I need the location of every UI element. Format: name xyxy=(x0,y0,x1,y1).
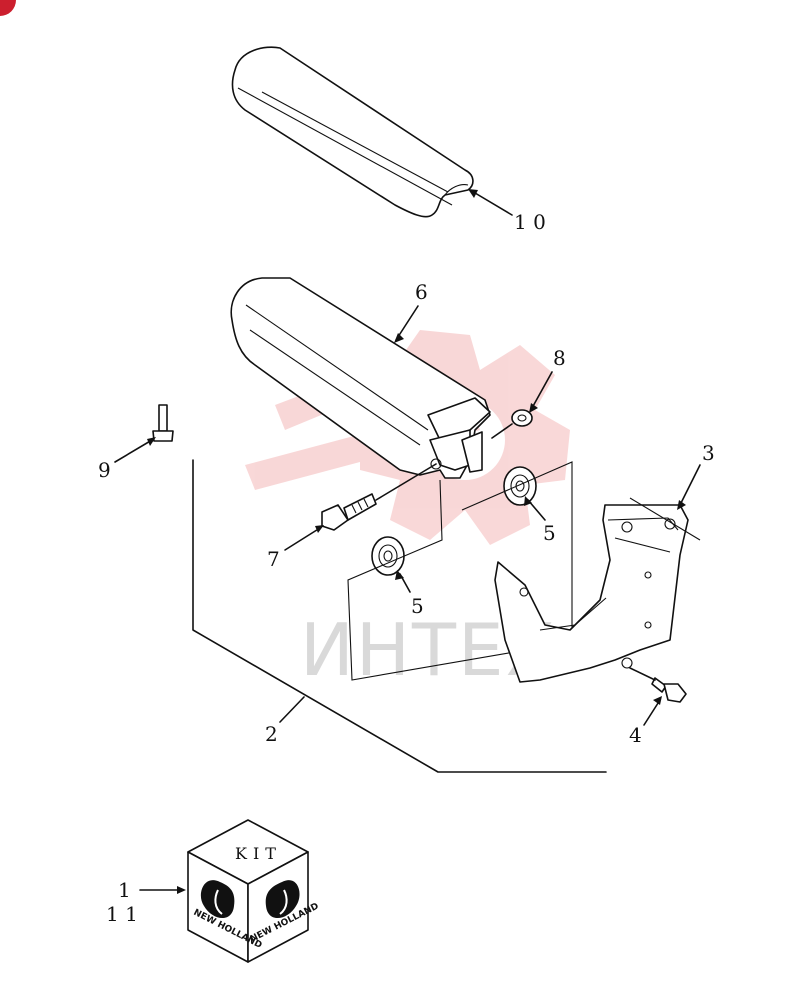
callout-11: 1 1 xyxy=(106,902,138,926)
new-holland-leaf-icon xyxy=(200,880,235,919)
corner-badge xyxy=(0,0,16,16)
bushing-5-upper xyxy=(503,466,537,506)
leader-9 xyxy=(114,439,153,463)
kit-label: KIT xyxy=(235,844,282,863)
leader-4 xyxy=(643,699,661,726)
leader-7 xyxy=(284,527,321,551)
arrowhead-8 xyxy=(529,403,538,413)
callout-5-upper: 5 xyxy=(543,521,556,545)
arrowhead-6 xyxy=(394,333,404,343)
arrowhead-7 xyxy=(315,525,324,533)
assembly-bracket-line xyxy=(192,459,607,773)
nut-8 xyxy=(511,409,533,427)
leader-10 xyxy=(469,189,513,216)
leader-6 xyxy=(395,305,419,341)
arrowhead-4 xyxy=(653,696,662,705)
callout-9: 9 xyxy=(98,458,111,482)
leader-2 xyxy=(279,696,305,723)
axis-7 xyxy=(375,463,437,501)
leader-8 xyxy=(531,371,553,409)
leader-3 xyxy=(679,464,701,506)
arrowhead-1 xyxy=(177,886,186,894)
callout-3: 3 xyxy=(702,441,715,465)
bracket-3 xyxy=(494,497,701,683)
exploded-outline xyxy=(347,461,573,681)
arrowhead-3 xyxy=(677,500,686,510)
callout-10: 1 0 xyxy=(514,210,546,234)
axis-4 xyxy=(629,667,656,681)
callout-1: 1 xyxy=(118,878,131,902)
callout-4: 4 xyxy=(629,723,642,747)
bolt-4 xyxy=(651,677,687,703)
arrowhead-10 xyxy=(468,189,478,198)
bolt-7 xyxy=(321,493,377,531)
arrowhead-9 xyxy=(147,437,156,446)
callout-2: 2 xyxy=(265,722,278,746)
arrowhead-5a xyxy=(524,496,532,506)
armrest-assembly xyxy=(230,277,491,479)
new-holland-leaf-icon xyxy=(265,880,300,919)
armrest-pad xyxy=(231,46,474,218)
screw-9 xyxy=(152,404,174,442)
arrowhead-5b xyxy=(395,570,404,580)
callout-7: 7 xyxy=(267,547,280,571)
callout-8: 8 xyxy=(553,346,566,370)
axis-8 xyxy=(491,423,513,439)
callout-6: 6 xyxy=(415,280,428,304)
kit-box: KIT NEW HOLLAND NEW HOLLAND xyxy=(187,819,321,963)
callout-5-lower: 5 xyxy=(411,594,424,618)
bushing-5-lower xyxy=(371,536,405,576)
